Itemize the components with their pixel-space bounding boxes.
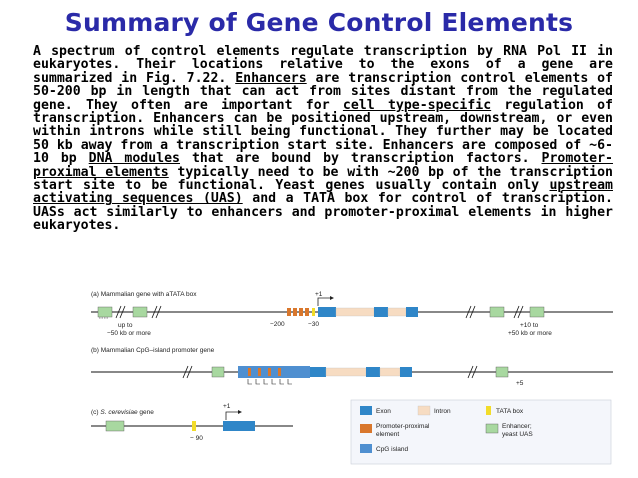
legend-cpg-swatch	[360, 444, 372, 453]
minus200-label: −200	[270, 321, 285, 328]
legend-tata-label: TATA box	[496, 408, 524, 415]
tss-arrows	[247, 379, 292, 385]
tss-arrow	[317, 297, 330, 306]
cpg-island	[238, 366, 310, 378]
panel-c-species: S. cerevisiae	[100, 409, 138, 416]
exon	[310, 367, 326, 377]
intron	[387, 307, 407, 317]
minus50kb-label: −50 kb or more	[107, 330, 151, 337]
body-paragraph: A spectrum of control elements regulate …	[33, 45, 613, 233]
tss-arrow	[225, 411, 238, 420]
break-mark	[151, 305, 162, 319]
promoter-proximal-element	[293, 308, 297, 316]
up-to-label: up to	[118, 322, 133, 329]
panel-c-label: (c) S. cerevisiae gene	[91, 409, 154, 416]
legend-ppe-swatch	[360, 424, 372, 433]
legend-intron-label: Intron	[434, 408, 451, 415]
promoter-proximal-element	[268, 368, 271, 376]
minus90-label: − 90	[190, 435, 203, 442]
text-run: are transcription control elements of 50…	[33, 70, 614, 113]
enhancer-box	[132, 306, 148, 318]
promoter-proximal-element	[258, 368, 261, 376]
enhancer-box	[489, 306, 505, 318]
promoter-proximal-element	[299, 308, 303, 316]
term-dna-modules: DNA modules	[88, 151, 180, 167]
panel-c-suffix: gene	[138, 409, 155, 416]
tss-label: +1	[315, 291, 323, 298]
legend-exon-label: Exon	[376, 408, 391, 415]
legend-frame	[350, 399, 612, 465]
tata-box	[312, 308, 315, 316]
exon	[223, 421, 255, 431]
term-uas: upstream activating sequences (UAS)	[33, 178, 613, 207]
panel-b-label: (b) Mammalian CpG–island promoter gene	[91, 347, 215, 354]
legend-ppe-label-2: element	[376, 431, 399, 438]
legend-tata-swatch	[486, 406, 491, 415]
break-mark	[465, 305, 476, 319]
tss-arrow-head	[330, 296, 334, 300]
plus50kb-label: +50 kb or more	[508, 330, 552, 337]
text-run: and a TATA box for control of transcript…	[33, 191, 613, 234]
break-mark	[115, 305, 126, 319]
exon	[406, 307, 418, 317]
enhancer-box	[529, 306, 545, 318]
tss-label: +1	[223, 403, 231, 410]
text-run: A spectrum of control elements regulate …	[33, 44, 613, 86]
plus10-label: +10 to	[520, 322, 539, 329]
break-mark	[467, 365, 478, 379]
legend: Exon Intron TATA box Promoter-proximal e…	[350, 399, 612, 465]
promoter-proximal-element	[248, 368, 251, 376]
uas-box	[105, 420, 125, 432]
term-cell-type-specific: cell type-specific	[342, 97, 492, 113]
term-enhancers: Enhancers	[235, 70, 307, 86]
enhancer-box	[495, 366, 509, 378]
legend-intron-swatch	[417, 405, 431, 416]
enhancer-box	[97, 306, 113, 318]
promoter-proximal-element	[305, 308, 309, 316]
legend-exon-swatch	[360, 406, 372, 415]
exon	[400, 367, 412, 377]
text-run: typically need to be with ~200 bp of the…	[33, 164, 613, 194]
legend-cpg-label: CpG island	[376, 446, 409, 453]
text-run: that are bound by transcription factors.	[180, 151, 542, 167]
break-mark	[513, 305, 524, 319]
slide-title: Summary of Gene Control Elements	[64, 8, 574, 37]
tss-arrow-head	[238, 410, 242, 414]
intron	[325, 367, 367, 377]
exon	[374, 307, 388, 317]
promoter-proximal-element	[278, 368, 281, 376]
legend-ppe-label-1: Promoter-proximal	[376, 423, 430, 430]
intron	[379, 367, 401, 377]
legend-enhancer-label-1: Enhancer;	[502, 423, 532, 430]
text-run: regulation of transcription. Enhancers c…	[33, 97, 613, 167]
gene-control-figure: (a) Mammalian gene with aTATA box +1	[91, 291, 613, 465]
panel-c-prefix: (c)	[91, 409, 100, 416]
intron	[335, 307, 375, 317]
legend-enhancer-swatch	[485, 423, 499, 434]
break-mark	[182, 365, 193, 379]
legend-enhancer-label-2: yeast UAS	[502, 431, 533, 438]
promoter-proximal-element	[287, 308, 291, 316]
exon	[366, 367, 380, 377]
exon	[318, 307, 336, 317]
plus5-label: +5	[516, 380, 524, 387]
minus30-label: −30	[308, 321, 319, 328]
enhancer-box	[211, 366, 225, 378]
term-promoter-proximal: Promoter-proximal elements	[33, 151, 613, 180]
panel-a-label: (a) Mammalian gene with aTATA box	[91, 291, 197, 298]
tata-box	[192, 421, 196, 431]
